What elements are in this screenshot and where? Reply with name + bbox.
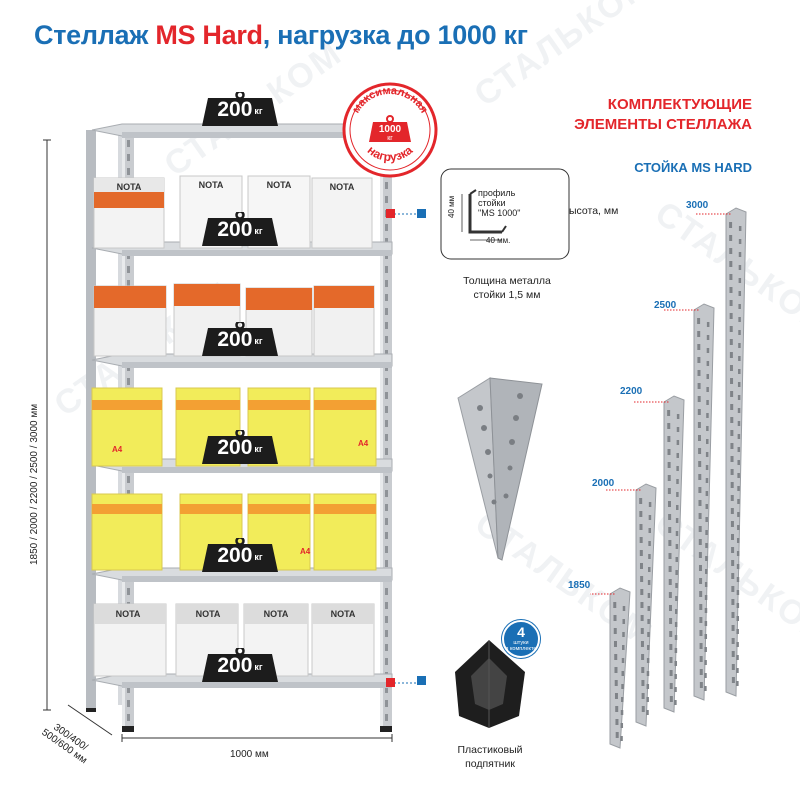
box-paper-size: A4 — [300, 547, 311, 556]
box-brand: NOTA — [330, 182, 355, 192]
plastic-foot-illustration — [455, 640, 525, 728]
components-heading: КОМПЛЕКТУЮЩИЕ ЭЛЕМЕНТЫ СТЕЛЛАЖА — [574, 96, 752, 133]
box-brand: NOTA — [117, 182, 142, 192]
upright-height-2200: 2200 — [620, 386, 643, 397]
box-paper-size: A4 — [112, 445, 123, 454]
uprights-illustration — [590, 207, 747, 749]
profile-diagram — [440, 168, 570, 260]
box-brand: NOTA — [267, 180, 292, 190]
box-brand: NOTA — [196, 609, 221, 619]
seal-value: 1000 — [379, 124, 402, 135]
upright-height-2500: 2500 — [654, 300, 677, 311]
upright-height-3000: 3000 — [686, 200, 709, 211]
box-brand: NOTA — [199, 180, 224, 190]
box-brand: NOTA — [264, 609, 289, 619]
upright-post-3 — [634, 395, 685, 713]
dimension-width-label: 1000 мм — [230, 749, 269, 760]
seal-unit: кг — [387, 135, 393, 142]
max-load-seal: максимальная нагрузка 1000 кг — [342, 82, 438, 178]
box: NOTA — [311, 177, 373, 249]
upright-post-2 — [606, 483, 657, 727]
upright-post-5 — [696, 207, 747, 697]
page-title: Стеллаж MS Hard, нагрузка до 1000 кг — [34, 20, 528, 50]
upright-height-1850: 1850 — [568, 580, 591, 591]
profile-width: 40 мм. — [486, 236, 511, 245]
box-brand: NOTA — [331, 609, 356, 619]
callout-markers — [386, 209, 426, 687]
height-label: Высота, мм — [562, 205, 619, 217]
dimension-height-label: 1850 / 2000 / 2200 / 2500 / 3000 мм — [29, 403, 40, 565]
upright-post-4 — [664, 303, 715, 701]
box-brand: NOTA — [116, 609, 141, 619]
upright-heading: СТОЙКА MS HARD — [634, 160, 752, 175]
foot-count-badge: 4 штуки в комплекте — [502, 620, 540, 658]
box-paper-size: A4 — [358, 439, 369, 448]
upright-height-2000: 2000 — [592, 478, 615, 489]
box: NOTA — [93, 177, 165, 249]
profile-height: 40 мм — [447, 195, 456, 218]
upright-post-1 — [590, 587, 631, 749]
upright-piece-illustration — [457, 377, 543, 561]
boxes-row-3: A4 A4 — [91, 387, 377, 467]
